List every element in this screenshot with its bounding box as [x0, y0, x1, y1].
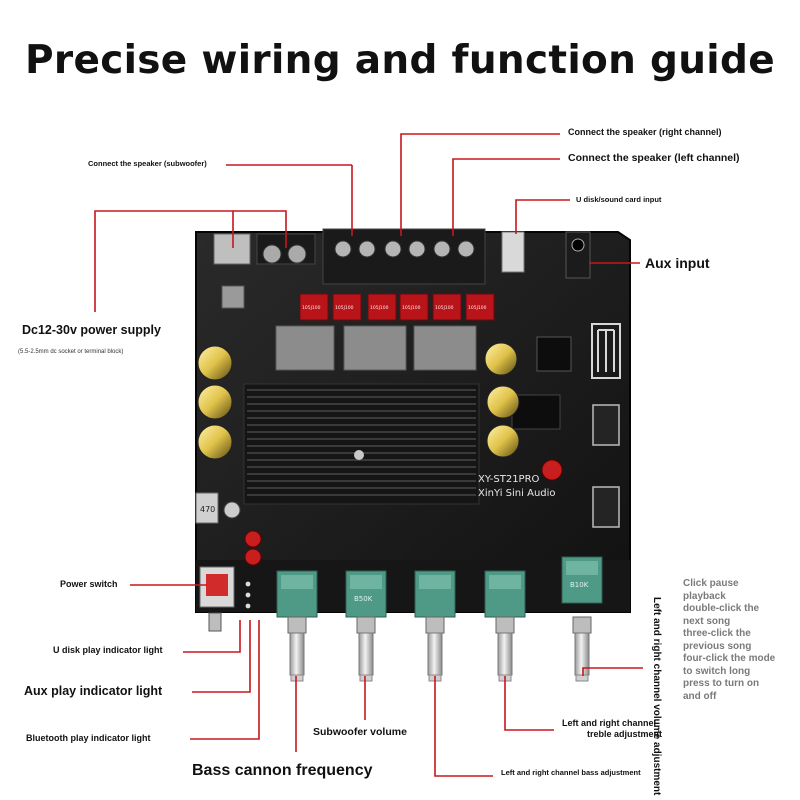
potentiometer [414, 570, 456, 682]
leader-line [233, 210, 287, 248]
leader-line [192, 620, 251, 693]
film-capacitor [367, 293, 397, 321]
potentiometer-shaft [358, 632, 374, 676]
film-capacitor-marking: 105J100 [302, 305, 321, 311]
film-capacitor [399, 293, 429, 321]
label-udisk-light: U disk play indicator light [53, 645, 163, 655]
potentiometer-nut [495, 616, 515, 634]
chip-marking: 470 [200, 505, 215, 514]
knob-function-line: Click pause [683, 578, 739, 589]
side-connector-bottom [592, 486, 620, 528]
label-udisk-input: U disk/sound card input [576, 195, 662, 204]
label-power-switch: Power switch [60, 579, 118, 589]
label-subwoofer-volume: Subwoofer volume [313, 726, 407, 738]
potentiometer-nut [356, 616, 376, 634]
label-power-supply-note: (5.5-2.5mm dc socket or terminal block) [18, 349, 124, 355]
potentiometer-label-plate [281, 575, 313, 589]
potentiometer-label-plate [489, 575, 521, 589]
label-treble-line1: Left and right channel [562, 718, 657, 728]
knob-function-line: press to turn on [683, 678, 760, 689]
knob-function-line: double-click the [683, 603, 760, 614]
film-capacitor [332, 293, 362, 321]
leader-line [400, 133, 560, 236]
film-capacitor [432, 293, 462, 321]
potentiometer-tip [575, 674, 589, 682]
potentiometer-label-plate [566, 561, 598, 575]
potentiometer: B50K [345, 570, 387, 682]
potentiometer-label-plate [419, 575, 451, 589]
potentiometer [276, 570, 318, 682]
capacitors-left [197, 345, 233, 460]
potentiometer-tip [290, 674, 304, 682]
label-volume-adjustment: Left and right channel volume adjustment [651, 597, 662, 796]
knob-function-line: four-click the mode [683, 653, 776, 664]
film-capacitor-marking: 105J100 [402, 305, 421, 311]
leader-line [452, 158, 560, 236]
knob-function-line: playback [683, 590, 726, 602]
potentiometer [484, 570, 526, 682]
board-model: XY-ST21PRO [478, 474, 540, 485]
main-chip [536, 336, 572, 372]
label-speaker-subwoofer: Connect the speaker (subwoofer) [88, 159, 207, 168]
terminal-block-speakers [322, 228, 486, 285]
film-capacitor-row: 105J100 105J100 105J100 105J100 105J100 105J1… [299, 293, 495, 321]
knob-function-line: and off [683, 690, 717, 702]
film-capacitor [299, 293, 329, 321]
potentiometer: B10K [561, 556, 603, 682]
film-capacitor-marking: 105J100 [435, 305, 454, 311]
side-connector-top [592, 404, 620, 446]
potentiometer-nut [287, 616, 307, 634]
board-brand: XinYi Sini Audio [478, 488, 556, 499]
label-aux-light: Aux play indicator light [24, 684, 163, 698]
power-switch [199, 566, 235, 632]
potentiometer-tip [359, 674, 373, 682]
leader-line [582, 667, 643, 676]
output-inductors [275, 325, 477, 371]
knob-function-line: three-click the [683, 628, 751, 639]
potentiometer-shaft [497, 632, 513, 676]
page-title: Precise wiring and function guide [25, 38, 775, 83]
leader-line [504, 676, 554, 731]
leader-lines [94, 133, 643, 777]
regulator-chip [195, 492, 219, 524]
potentiometer-nut [572, 616, 592, 634]
label-aux-input: Aux input [645, 255, 710, 271]
knob-function-line: previous song [683, 640, 752, 652]
film-capacitor [465, 293, 495, 321]
small-red-capacitor [541, 459, 563, 481]
leader-line [434, 676, 493, 777]
film-capacitor-marking: 105J100 [468, 305, 487, 311]
potentiometer-label-plate [350, 575, 382, 589]
leader-line [190, 620, 260, 740]
label-power-supply: Dc12-30v power supply [22, 323, 161, 337]
usb-port [501, 231, 525, 273]
label-speaker-left: Connect the speaker (left channel) [568, 152, 740, 164]
potentiometer-marking: B50K [354, 595, 373, 603]
label-treble-line2: treble adjustment [587, 729, 663, 739]
label-bass-frequency: Bass cannon frequency [192, 762, 373, 779]
film-capacitor-marking: 105J100 [335, 305, 354, 311]
leader-line [183, 620, 241, 653]
potentiometer-row: B50K B10K [276, 556, 603, 682]
knob-function-line: next song [683, 615, 731, 627]
potentiometer-shaft [289, 632, 305, 676]
leader-line [515, 199, 570, 234]
dc-jack [213, 233, 251, 265]
label-bluetooth-light: Bluetooth play indicator light [26, 733, 151, 743]
capacitors-right [484, 342, 520, 458]
potentiometer-shaft [427, 632, 443, 676]
potentiometer-marking: B10K [570, 581, 589, 589]
knob-function-line: to switch long [683, 665, 751, 677]
potentiometer-nut [425, 616, 445, 634]
antenna-trace [591, 323, 621, 379]
indicator-leds [245, 581, 251, 609]
film-capacitor-marking: 105J100 [370, 305, 389, 311]
label-bass-adjustment: Left and right channel bass adjustment [501, 768, 641, 777]
leader-line [94, 210, 234, 312]
label-speaker-right: Connect the speaker (right channel) [568, 127, 722, 137]
heatsink [243, 383, 480, 505]
